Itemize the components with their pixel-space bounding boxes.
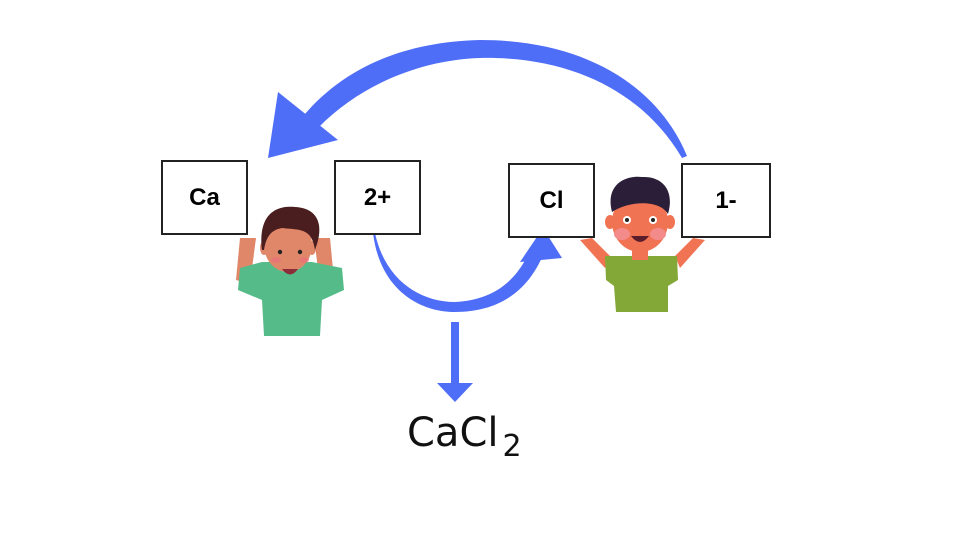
arrowhead-small bbox=[520, 228, 562, 262]
arrowhead-large bbox=[268, 92, 338, 158]
element-card-cl: Cl bbox=[508, 163, 595, 238]
formula-base: CaCl bbox=[407, 410, 499, 456]
charge-swap-arrow-small bbox=[373, 233, 545, 312]
card-label: Cl bbox=[539, 186, 564, 214]
boy-illustration-right bbox=[580, 176, 705, 312]
boy-illustration-left bbox=[236, 206, 344, 336]
charge-swap-arrow-large bbox=[300, 40, 687, 158]
card-label: 1- bbox=[715, 186, 737, 214]
formula-subscript: 2 bbox=[502, 429, 522, 464]
result-arrow-shaft bbox=[451, 322, 459, 386]
result-arrowhead bbox=[437, 383, 473, 402]
element-card-ca: Ca bbox=[161, 160, 248, 235]
card-label: Ca bbox=[189, 183, 220, 211]
charge-card-cl: 1- bbox=[681, 163, 771, 238]
card-label: 2+ bbox=[363, 183, 392, 211]
charge-card-ca: 2+ bbox=[334, 160, 421, 235]
